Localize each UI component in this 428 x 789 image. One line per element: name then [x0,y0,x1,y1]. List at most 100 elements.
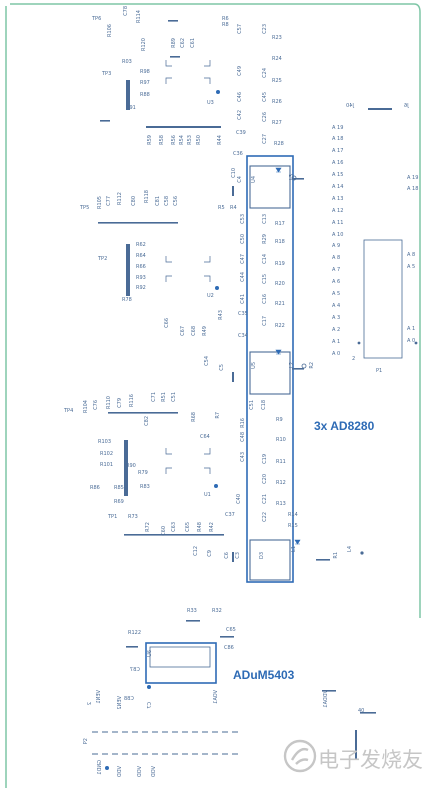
label-c48: C48 [240,432,246,442]
label-r103: R103 [98,439,112,445]
ad8280-outline [246,155,294,583]
label-r120: R120 [141,38,147,52]
label-r112: R112 [117,192,123,206]
label-a5: A 5 [332,291,341,297]
label-r12: R12 [276,480,286,486]
label-r114: R114 [136,10,142,24]
label-c21: C21 [262,494,268,504]
label-r4: R4 [230,205,237,211]
label-c49: C49 [237,66,243,76]
label-c46: C46 [237,92,243,102]
label-u2: U2 [207,293,214,299]
label-r69: R69 [114,499,124,505]
label-c22: C22 [262,512,268,522]
label-r92: R92 [136,285,146,291]
label-tp1: TP1 [108,514,118,520]
label-a13: A 13 [332,196,344,202]
label-c86: C86 [224,645,234,651]
label-ra0: A 0 [407,338,416,344]
label-c68: C68 [191,326,197,336]
label-r49: R49 [202,326,208,336]
label-p1: P1 [376,368,383,374]
label-c45: C45 [262,92,268,102]
label-c7: C7 [147,702,153,709]
label-ven1: VEN1 [96,690,102,704]
label-c57: C57 [237,24,243,34]
label-r104: R104 [83,400,89,414]
label-r50: R50 [196,135,202,145]
label-a1: A 1 [332,339,341,345]
label-gnd1: GND1 [97,760,103,775]
label-c78: C78 [123,6,129,16]
label-c13: C13 [262,214,268,224]
label-c44: C44 [240,272,246,282]
diode-mark-3 [294,539,301,545]
label-c36: C36 [233,151,243,157]
label-r78: R78 [122,297,132,303]
label-a15: A 15 [332,172,344,178]
pin1-dots [105,90,220,770]
label-c87: C87 [130,667,140,673]
label-r102: R102 [100,451,114,457]
label-r7: R7 [215,412,221,419]
label-c65b: C65 [226,627,236,633]
label-c88: C88 [124,696,134,702]
label-tp2: TP2 [98,256,108,262]
label-c43: C43 [240,452,246,462]
label-r9: R9 [276,417,283,423]
label-c80: C80 [131,196,137,206]
label-c27: C27 [262,134,268,144]
label-c19: C19 [262,454,268,464]
label-r72: R72 [145,522,151,532]
label-c9: C9 [207,550,213,557]
label-a18: A 18 [332,136,344,142]
label-r16: R16 [240,418,246,428]
label-vod: VOD [137,766,143,778]
label-c42: C42 [237,110,243,120]
label-a11: A 11 [332,220,344,226]
label-d3: D3 [259,552,265,560]
label-c15: C15 [262,274,268,284]
label-a2: A 2 [332,327,341,333]
label-p1-pin2: 2 [352,356,356,362]
label-ra1: A 1 [407,326,416,332]
label-c6: C6 [224,552,230,559]
label-r91: R91 [126,105,136,111]
label-c40: C40 [236,494,242,504]
label-tp3: TP3 [102,71,112,77]
label-r11: R11 [276,459,286,465]
label-u4: U4 [251,176,257,183]
diode-mark-1 [275,167,282,173]
label-c50: C50 [240,234,246,244]
chip-corners [165,60,211,474]
label-vod2: VOD [151,766,157,778]
ad8280-ic-u5 [249,351,291,395]
label-ra19: A 19 [407,175,419,181]
label-c37: C37 [225,512,235,518]
label-j6: J6 [404,103,409,109]
label-tp5: TP5 [80,205,90,211]
label-l2: L2 [289,362,295,368]
label-r23: R23 [272,35,282,41]
label-r2: R2 [309,362,315,369]
label-tp4: TP4 [64,408,74,414]
label-c34: C34 [238,333,248,339]
label-r86: R86 [90,485,100,491]
label-c16: C16 [262,294,268,304]
label-c71: C71 [151,392,157,402]
label-c5: C5 [219,364,225,371]
label-c54: C54 [204,356,210,366]
label-c81: C81 [155,196,161,206]
label-r33: R33 [187,608,197,614]
label-c53: C53 [240,214,246,224]
label-a10: A 10 [332,232,344,238]
ad8280-callout: 3x AD8280 [314,419,375,433]
label-c77: C77 [106,196,112,206]
label-c66: C66 [164,318,170,328]
label-r85: R85 [114,485,124,491]
label-c51: C51 [249,400,255,410]
label-c39: C39 [236,130,246,136]
label-r13: R13 [276,501,286,507]
label-c17: C17 [262,316,268,326]
label-r03: R03 [122,59,132,65]
